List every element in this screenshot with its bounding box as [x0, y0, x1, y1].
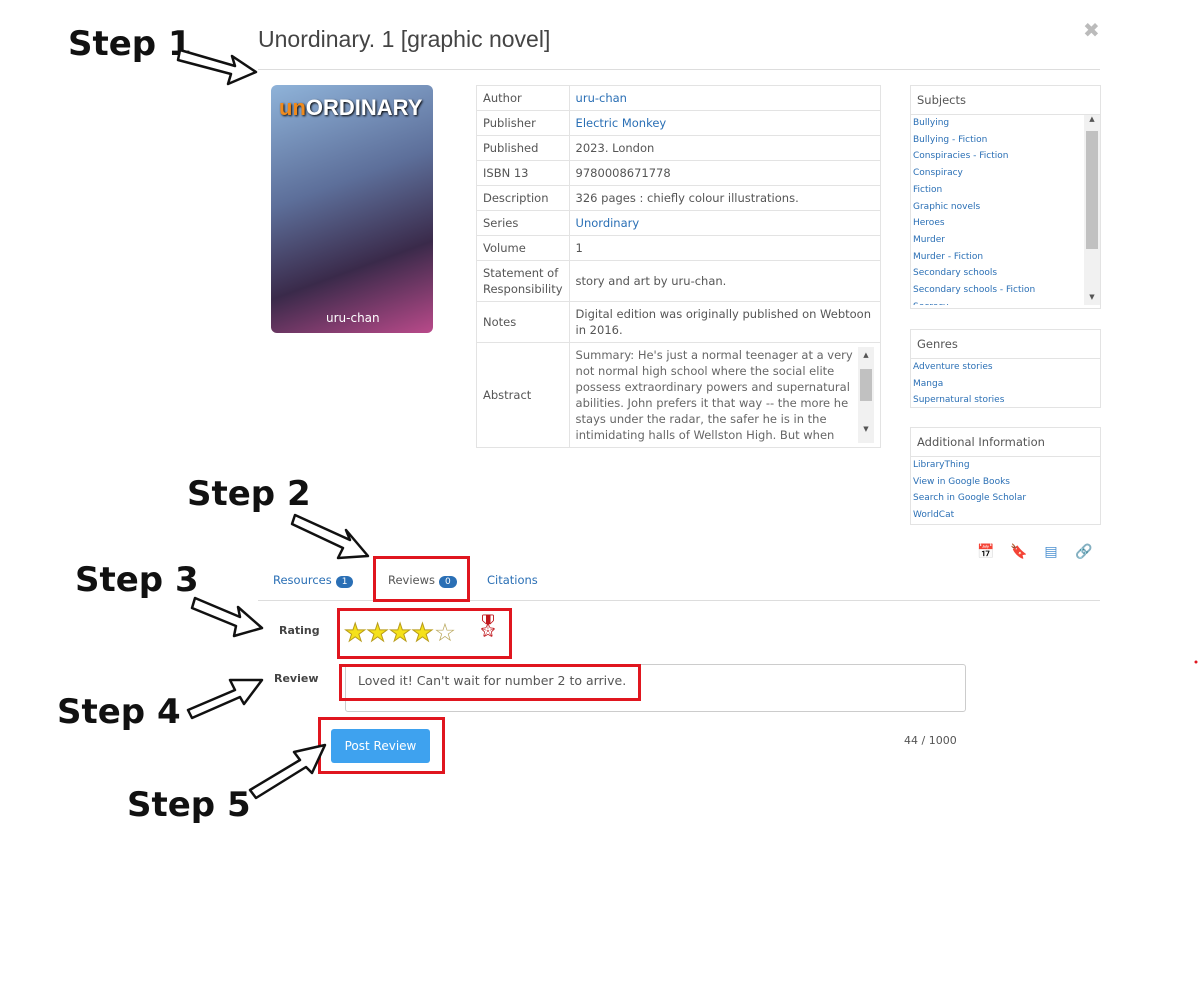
star-filled-icon[interactable]: ★: [366, 618, 389, 647]
field-label: Published: [476, 135, 570, 161]
table-row: Publisher Electric Monkey: [476, 110, 882, 136]
genres-link[interactable]: Adventure stories: [913, 362, 993, 372]
award-ribbon-icon: 🎖: [474, 614, 502, 639]
field-link[interactable]: uru-chan: [575, 91, 627, 105]
field-label: Notes: [476, 301, 570, 343]
step-2-label: Step 2: [187, 474, 311, 514]
subjects-link[interactable]: Secrecy: [911, 299, 1100, 305]
subjects-link[interactable]: Bullying - Fiction: [913, 134, 988, 145]
subjects-link[interactable]: Murder - Fiction: [913, 251, 984, 262]
tab-citations[interactable]: Citations: [487, 573, 538, 587]
arrow-icon: [186, 678, 264, 720]
arrow-icon: [190, 596, 264, 638]
abstract-scrollbar[interactable]: ▲▼: [858, 347, 874, 443]
table-row: Series Unordinary: [476, 210, 882, 236]
field-value: 1: [568, 235, 882, 261]
character-counter: 44 / 1000: [904, 734, 957, 747]
subjects-link[interactable]: Secondary schools - Fiction: [913, 285, 1036, 296]
field-value: Summary: He's just a normal teenager at …: [568, 342, 882, 448]
field-label: Statement of Responsibility: [476, 260, 570, 302]
highlight-review-text: [339, 664, 641, 701]
arrow-icon: [176, 48, 258, 86]
field-label: Publisher: [476, 110, 570, 136]
bookmark-icon[interactable]: 🔖: [1010, 544, 1028, 560]
star-rating[interactable]: ★★★★☆: [343, 618, 457, 647]
star-empty-icon[interactable]: ☆: [433, 618, 457, 647]
field-link[interactable]: Electric Monkey: [575, 116, 667, 130]
highlight-reviews-tab: [373, 556, 470, 602]
field-label: Volume: [476, 235, 570, 261]
step-1-label: Step 1: [68, 24, 192, 64]
book-cover: unORDINARY uru-chan: [271, 85, 433, 333]
field-label: Series: [476, 210, 570, 236]
field-value: Electric Monkey: [568, 110, 882, 136]
arrow-icon: [248, 743, 327, 800]
subjects-scrollbar[interactable]: ▲▼: [1084, 115, 1100, 305]
step-4-label: Step 4: [57, 692, 181, 732]
additional-link[interactable]: WorldCat: [913, 510, 955, 521]
field-label: Description: [476, 185, 570, 211]
link-icon[interactable]: 🔗: [1075, 544, 1093, 560]
field-link[interactable]: Unordinary: [575, 216, 640, 230]
divider: [258, 69, 1100, 70]
star-filled-icon[interactable]: ★: [343, 618, 367, 647]
rating-label: Rating: [279, 624, 320, 637]
field-value: story and art by uru-chan.: [568, 260, 882, 302]
review-textarea[interactable]: Loved it! Can't wait for number 2 to arr…: [345, 664, 966, 712]
highlight-rating: [337, 608, 512, 659]
field-label: Abstract: [476, 342, 570, 448]
additional-link[interactable]: View in Google Books: [913, 476, 1010, 487]
genres-link[interactable]: Manga: [913, 378, 944, 389]
subjects-link[interactable]: Graphic novels: [913, 201, 981, 212]
additional-link[interactable]: LibraryThing: [913, 460, 970, 470]
review-label: Review: [274, 672, 319, 685]
subjects-link[interactable]: Conspiracy: [913, 168, 963, 179]
calendar-check-icon[interactable]: 📅: [977, 544, 995, 560]
genres-link[interactable]: Supernatural stories: [913, 395, 1005, 406]
additional-link[interactable]: Search in Google Scholar: [913, 493, 1027, 504]
subjects-link[interactable]: Murder: [913, 234, 945, 245]
step-5-label: Step 5: [127, 785, 251, 825]
subjects-link[interactable]: Bullying: [913, 118, 950, 128]
star-filled-icon[interactable]: ★: [411, 618, 434, 647]
post-review-button[interactable]: Post Review: [331, 729, 430, 763]
tabs-divider: [258, 600, 1100, 601]
list-icon[interactable]: ▤: [1044, 544, 1058, 560]
field-value: 326 pages : chiefly colour illustrations…: [568, 185, 882, 211]
subjects-link[interactable]: Secondary schools: [913, 268, 998, 279]
field-label: ISBN 13: [476, 160, 570, 186]
close-icon[interactable]: ✖: [1083, 18, 1100, 42]
subjects-link[interactable]: Fiction: [913, 184, 943, 195]
step-3-label: Step 3: [75, 560, 199, 600]
star-filled-icon[interactable]: ★: [388, 618, 412, 647]
arrow-icon: [290, 513, 370, 560]
record-title: Unordinary. 1 [graphic novel]: [258, 26, 551, 52]
field-value: 2023. London: [568, 135, 882, 161]
field-value: uru-chan: [568, 85, 882, 111]
abstract-text[interactable]: Summary: He's just a normal teenager at …: [576, 347, 874, 443]
subjects-link[interactable]: Conspiracies - Fiction: [913, 151, 1009, 162]
subjects-link[interactable]: Heroes: [913, 218, 945, 229]
field-value: 9780008671778: [568, 160, 882, 186]
field-value: Unordinary: [568, 210, 882, 236]
field-value: Digital edition was originally published…: [568, 301, 882, 343]
